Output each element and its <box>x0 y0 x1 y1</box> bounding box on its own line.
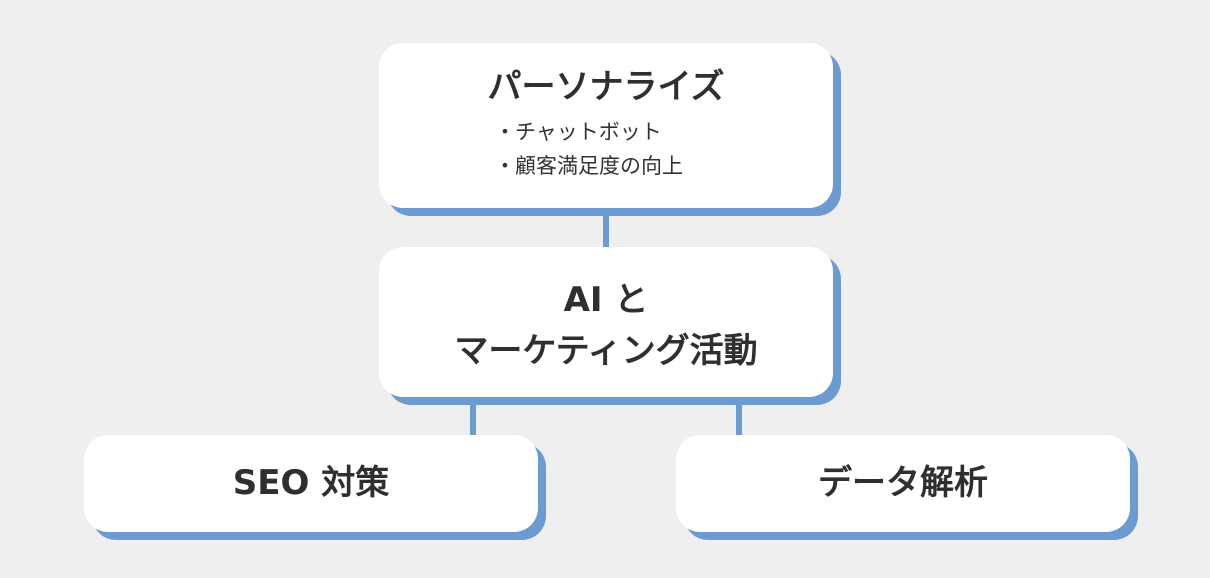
connector-center-right <box>736 397 742 436</box>
data-analysis-title: データ解析 <box>818 463 988 503</box>
personalization-item-label: 顧客満足度の向上 <box>515 154 683 178</box>
connector-center-left <box>470 397 476 436</box>
personalization-list: • チャットボット • 顧客満足度の向上 <box>495 114 795 182</box>
personalization-item-satisfaction: • 顧客満足度の向上 <box>495 148 795 182</box>
data-analysis-card: データ解析 <box>676 435 1130 532</box>
bullet-dot-icon: • <box>500 155 510 175</box>
personalization-item-chatbot: • チャットボット <box>495 114 795 148</box>
seo-card: SEO 対策 <box>84 435 538 532</box>
connector-top-center <box>603 208 609 248</box>
ai-marketing-title-line1: AI と <box>563 280 649 320</box>
seo-title: SEO 対策 <box>232 463 390 503</box>
ai-marketing-card: AI と マーケティング活動 <box>379 247 833 397</box>
ai-marketing-title-line2: マーケティング活動 <box>454 331 758 371</box>
personalization-card: パーソナライズ • チャットボット • 顧客満足度の向上 <box>379 43 833 208</box>
bullet-dot-icon: • <box>500 121 510 141</box>
personalization-item-label: チャットボット <box>515 120 662 144</box>
personalization-title: パーソナライズ <box>487 67 725 107</box>
